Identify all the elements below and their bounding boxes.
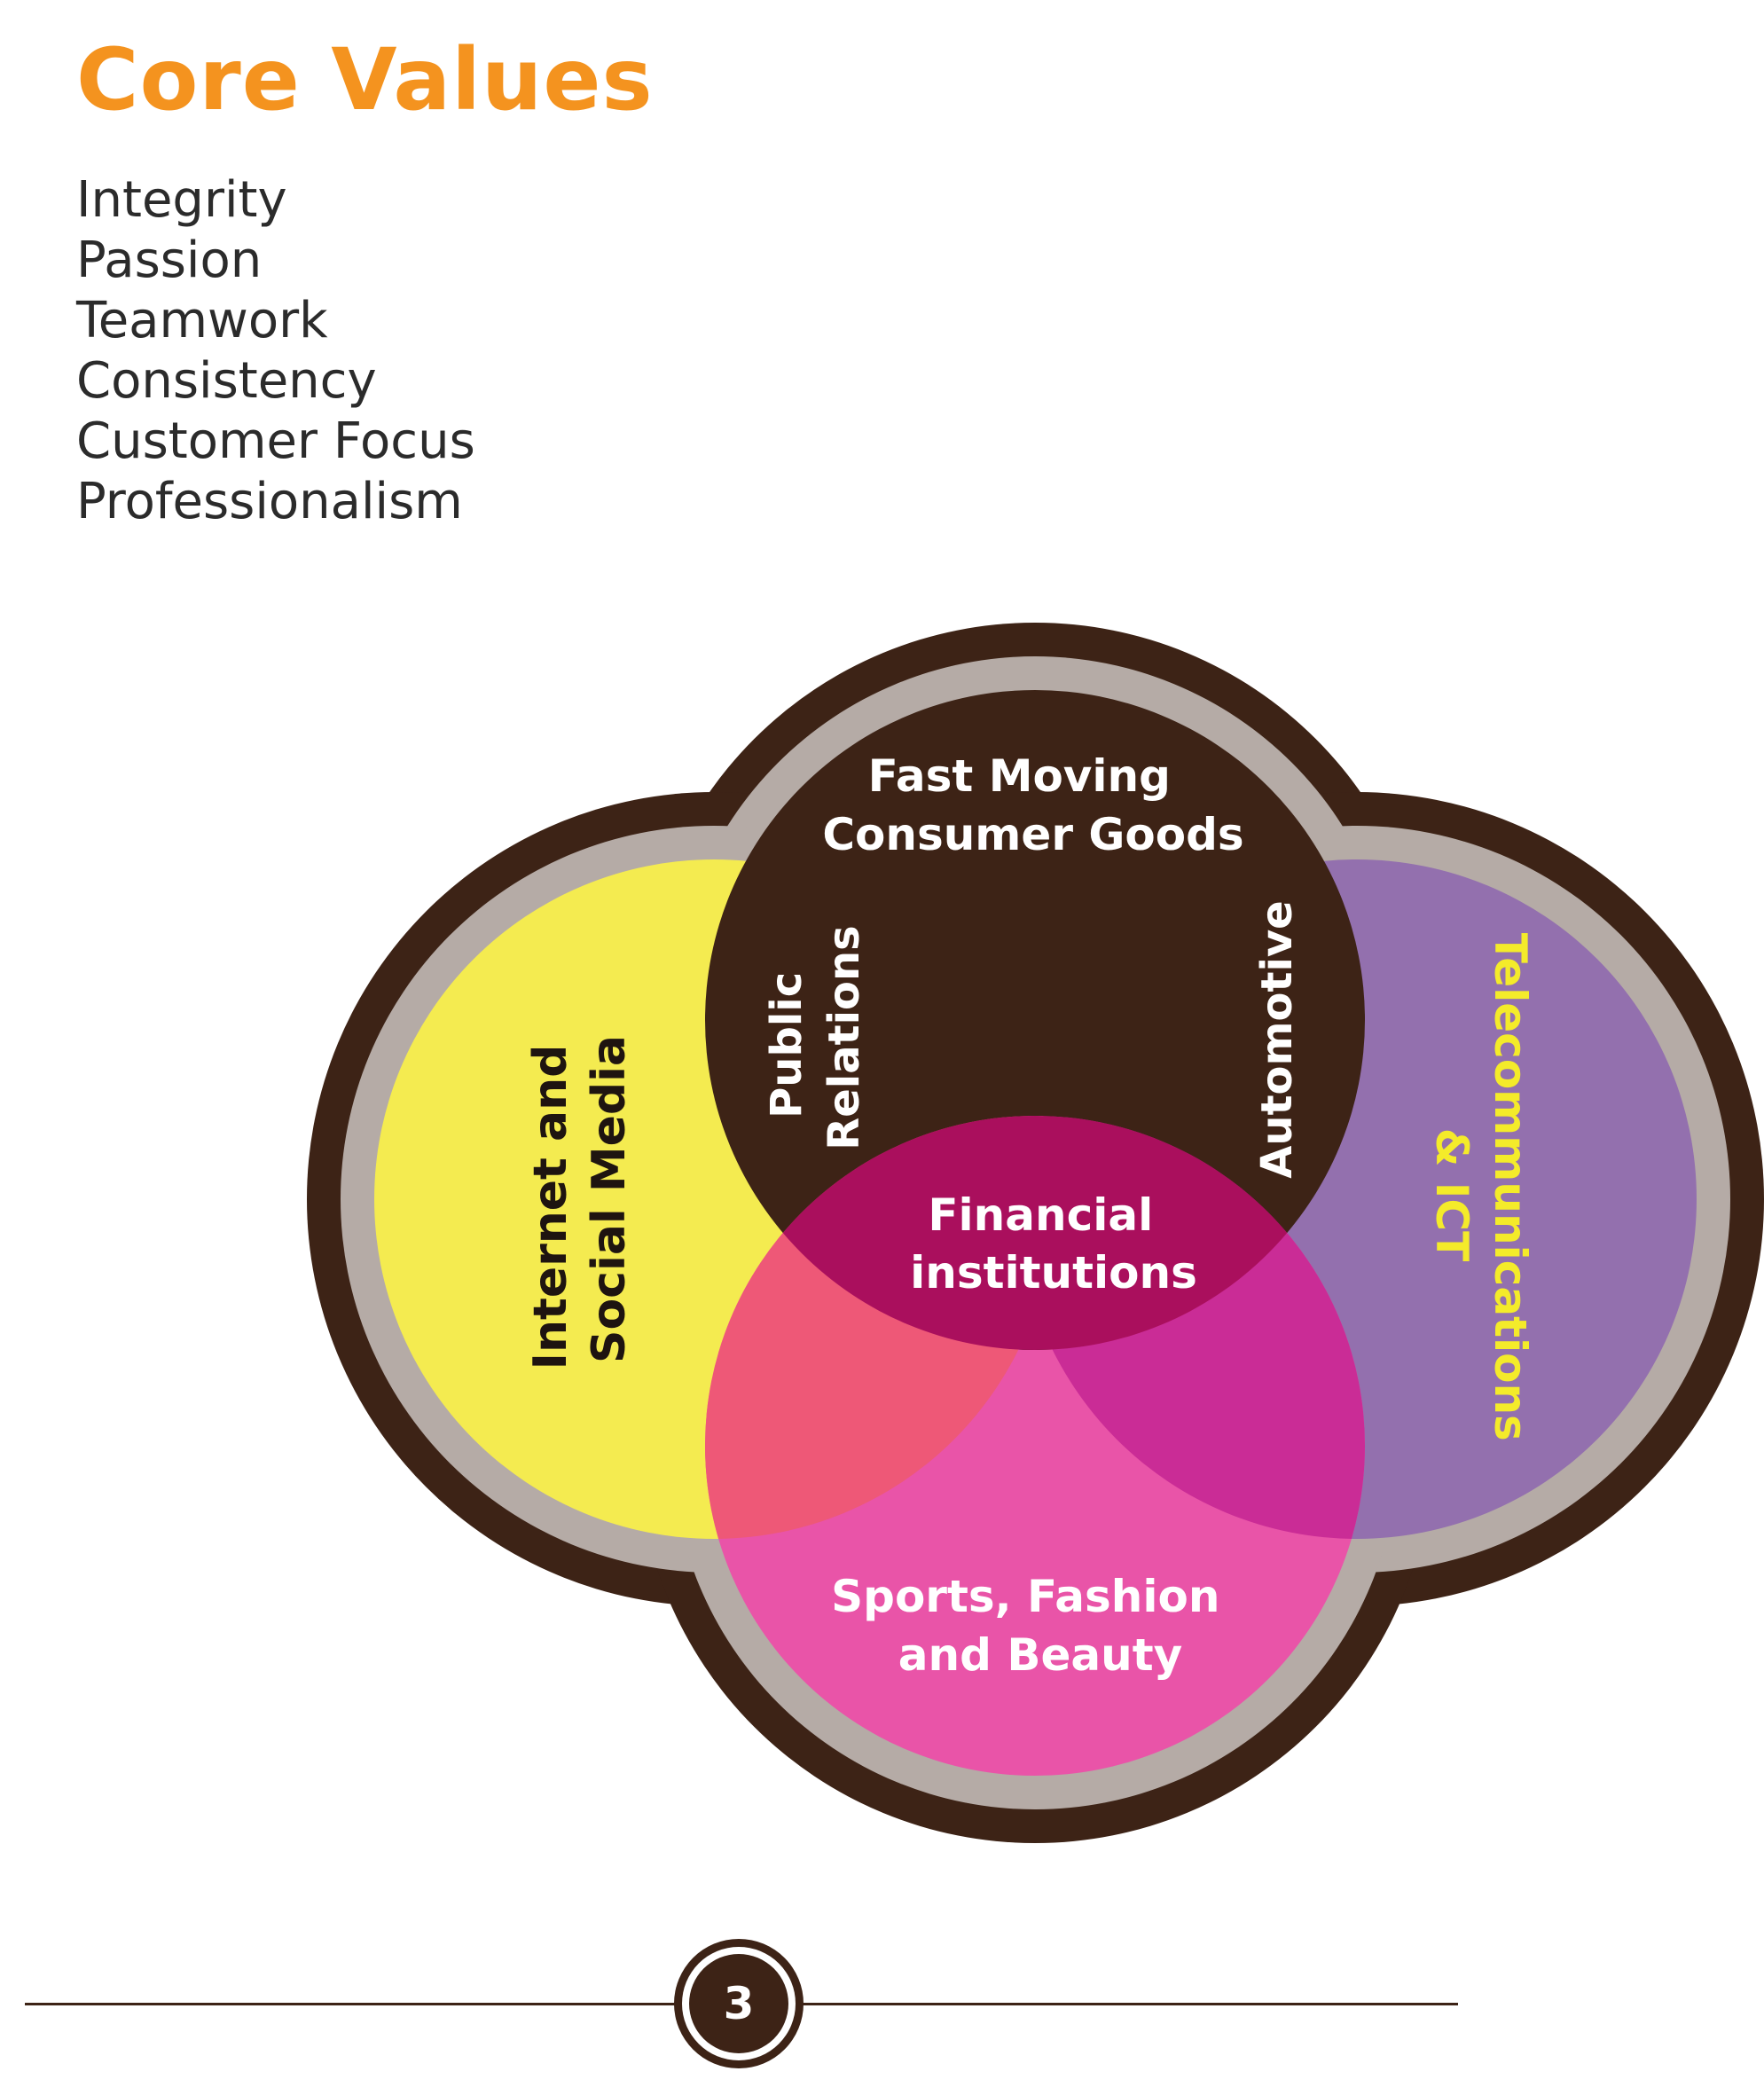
list-item: Consistency [76, 352, 377, 410]
label-internet-social-media: Internet and Social Media [524, 1029, 636, 1370]
list-item: Passion [76, 231, 263, 289]
label-telecommunications: Telecommunications & ICT [1426, 933, 1536, 1457]
list-item: Professionalism [76, 473, 463, 530]
label-financial-institutions: Financial institutions [910, 1189, 1197, 1299]
list-item: Integrity [76, 171, 287, 229]
page-number-badge [674, 1939, 804, 2068]
page-title: Core Values [76, 30, 654, 129]
list-item: Customer Focus [76, 412, 475, 470]
overlap-center-financial [705, 1116, 1365, 1350]
label-public-relations: Public Relations [762, 925, 869, 1150]
label-automotive: Automotive [1252, 900, 1302, 1178]
list-item: Teamwork [76, 292, 328, 349]
page-number: 3 [723, 1978, 755, 2029]
label-sports-fashion-beauty: Sports, Fashion and Beauty [831, 1571, 1235, 1681]
label-fmcg: Fast Moving Consumer Goods [822, 750, 1243, 860]
core-values-list: Integrity Passion Teamwork Consistency C… [76, 170, 475, 532]
